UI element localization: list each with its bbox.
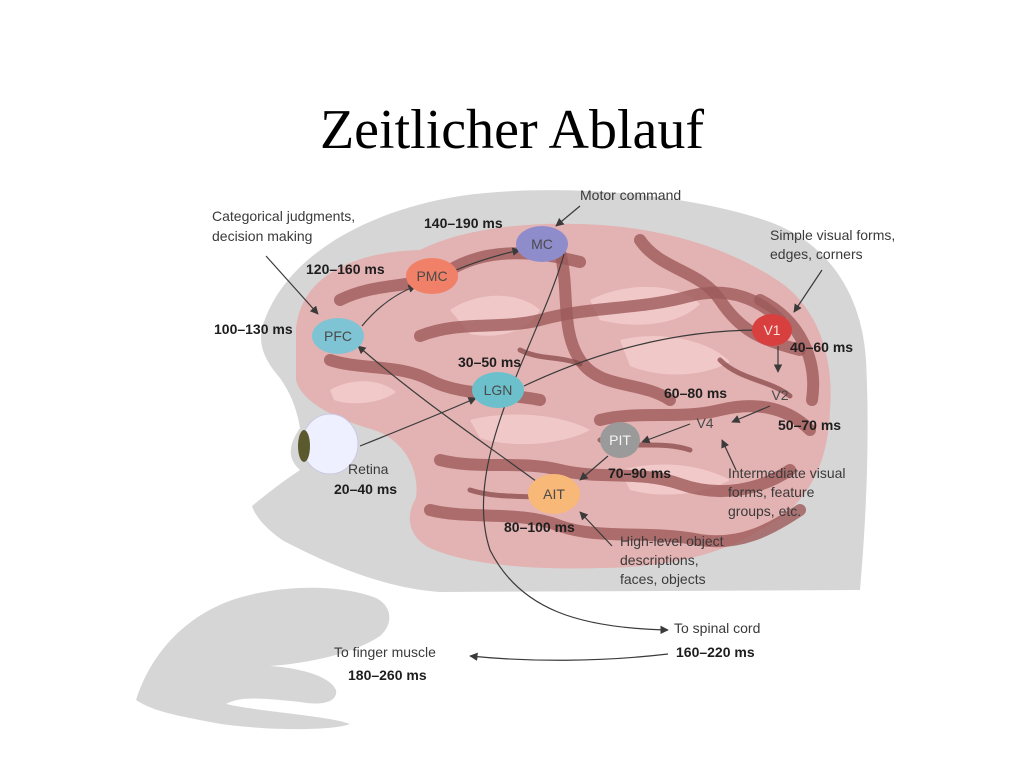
categorical-label-line2: decision making: [212, 228, 312, 244]
high-level-label-line1: High-level object: [620, 533, 724, 549]
pit-timing: 70–90 ms: [608, 465, 671, 481]
ait-timing: 80–100 ms: [504, 519, 575, 535]
mc-timing: 140–190 ms: [424, 215, 503, 231]
retina-label: Retina: [348, 461, 389, 477]
v2-label: V2: [771, 387, 788, 403]
mc-ellipse: [516, 226, 568, 262]
intermediate-label-line3: groups, etc.: [728, 503, 801, 519]
mc-label: MC: [531, 236, 553, 252]
v4-label: V4: [696, 415, 713, 431]
v1-label: V1: [763, 322, 780, 338]
high-level-label-line2: descriptions,: [620, 552, 699, 568]
pit-label: PIT: [609, 432, 631, 448]
intermediate-label-line2: forms, feature: [728, 484, 815, 500]
pit-ellipse: [600, 422, 640, 458]
spinal-cord-timing: 160–220 ms: [676, 644, 755, 660]
region-pmc: PMC: [406, 258, 458, 294]
pfc-timing: 100–130 ms: [214, 321, 293, 337]
spinal-cord-label: To spinal cord: [674, 620, 760, 636]
intermediate-label-line1: Intermediate visual: [728, 465, 846, 481]
pmc-timing: 120–160 ms: [306, 261, 385, 277]
simple-forms-label-line1: Simple visual forms,: [770, 227, 895, 243]
page-title: Zeitlicher Ablauf: [319, 99, 705, 161]
region-mc: MC: [516, 226, 568, 262]
hand-silhouette: [136, 587, 390, 730]
region-pit: PIT: [600, 422, 640, 458]
v1-timing: 40–60 ms: [790, 339, 853, 355]
lgn-ellipse: [472, 372, 524, 408]
high-level-label-line3: faces, objects: [620, 571, 706, 587]
v2-timing: 50–70 ms: [778, 417, 841, 433]
pmc-label: PMC: [416, 268, 447, 284]
v4-timing: 60–80 ms: [664, 385, 727, 401]
lgn-timing: 30–50 ms: [458, 354, 521, 370]
retina-timing: 20–40 ms: [334, 481, 397, 497]
categorical-label-line1: Categorical judgments,: [212, 208, 355, 224]
v1-ellipse: [752, 314, 792, 346]
pfc-label: PFC: [324, 328, 352, 344]
simple-forms-label-line2: edges, corners: [770, 246, 863, 262]
ait-label: AIT: [543, 486, 565, 502]
lgn-label: LGN: [484, 382, 513, 398]
region-pfc: PFC: [312, 318, 364, 354]
eye: [298, 413, 359, 475]
finger-muscle-timing: 180–260 ms: [348, 667, 427, 683]
region-v1: V1: [752, 314, 792, 346]
pmc-ellipse: [406, 258, 458, 294]
region-ait: AIT: [528, 474, 580, 514]
finger-muscle-label: To finger muscle: [334, 644, 436, 660]
pathway-arrows: [265, 205, 823, 661]
region-lgn: LGN: [472, 372, 524, 408]
ait-ellipse: [528, 474, 580, 514]
motor-command-label: Motor command: [580, 187, 681, 203]
pfc-ellipse: [312, 318, 364, 354]
